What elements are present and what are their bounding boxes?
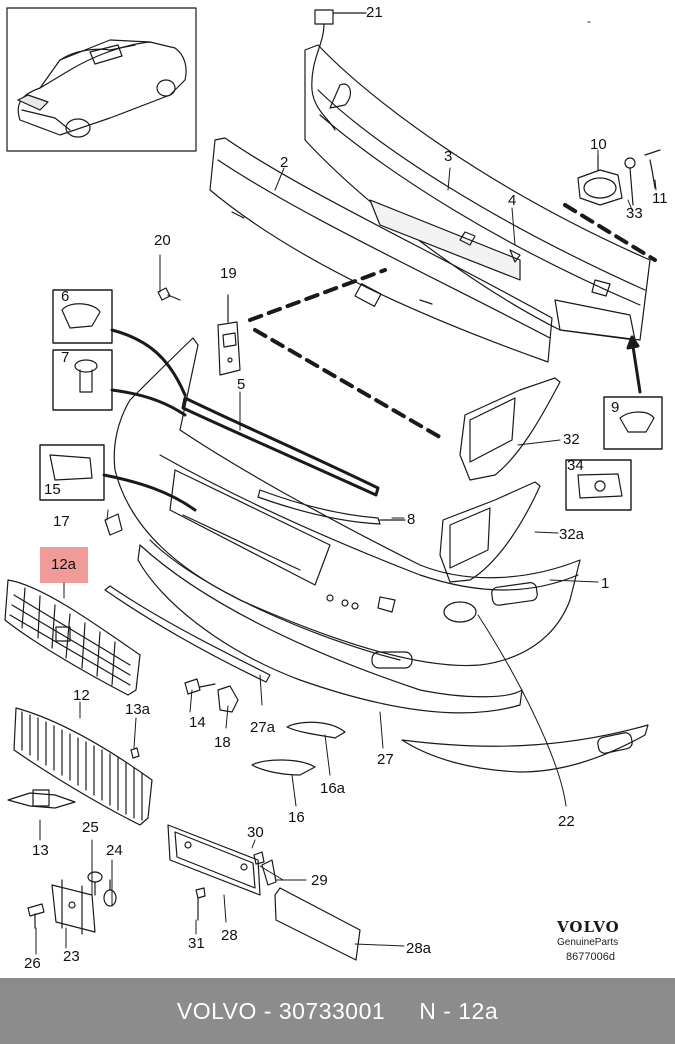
- spoiler: [137, 544, 523, 714]
- label-13: 13: [32, 842, 49, 859]
- label-3: 3: [444, 148, 453, 165]
- grille-12: [7, 707, 153, 826]
- label-28: 28: [221, 927, 238, 944]
- reinforcement-bar: [209, 137, 553, 363]
- label-17: 17: [53, 513, 70, 530]
- bolt-20: [157, 287, 181, 301]
- bracket-19: [217, 294, 241, 376]
- wiring-harness: [311, 9, 367, 131]
- inset-parts: [49, 303, 655, 499]
- footer-bar: VOLVO - 30733001 N - 12a: [0, 978, 675, 1044]
- label-19: 19: [220, 265, 237, 282]
- label-12: 12: [73, 687, 90, 704]
- upper-strip: [181, 396, 380, 497]
- label-20: 20: [154, 232, 171, 249]
- lower-trim: [257, 489, 406, 525]
- label-8: 8: [407, 511, 416, 528]
- label-10: 10: [590, 136, 607, 153]
- license-plate: [274, 887, 361, 961]
- label-26: 26: [24, 955, 41, 972]
- parts-diagram: 21 10 2 3 33 11 4 20 19 6 7 5 9 32 34 15…: [4, 4, 668, 972]
- label-2: 2: [280, 154, 289, 171]
- lower-molding: [401, 724, 649, 773]
- label-32: 32: [563, 431, 580, 448]
- clips: [104, 513, 346, 776]
- dashed-guides: [248, 203, 657, 442]
- label-24: 24: [106, 842, 123, 859]
- car-thumbnail: [6, 7, 197, 152]
- label-28a: 28a: [406, 940, 432, 957]
- bumper-cover: [113, 337, 581, 669]
- label-16: 16: [288, 809, 305, 826]
- brand-subtitle: GenuineParts: [557, 937, 619, 948]
- label-27: 27: [377, 751, 394, 768]
- brand-logo: VOLVO: [557, 918, 620, 936]
- label-5: 5: [237, 376, 246, 393]
- fog-lamp: [577, 149, 661, 206]
- label-31: 31: [188, 935, 205, 952]
- label-21: 21: [366, 4, 383, 21]
- label-32a: 32a: [559, 526, 585, 543]
- label-25: 25: [82, 819, 99, 836]
- side-brackets: [439, 377, 561, 583]
- side-strip: [104, 585, 271, 683]
- label-18: 18: [214, 734, 231, 751]
- label-1: 1: [601, 575, 610, 592]
- position-ref: N - 12a: [419, 997, 499, 1024]
- label-23: 23: [63, 948, 80, 965]
- plate-holder: [167, 824, 277, 921]
- label-30: 30: [247, 824, 264, 841]
- label-4: 4: [508, 192, 517, 209]
- diagram-drawing: [4, 7, 663, 961]
- inset-boxes: [39, 289, 663, 511]
- label-14: 14: [189, 714, 206, 731]
- label-9: 9: [611, 399, 620, 416]
- label-6: 6: [61, 288, 70, 305]
- label-15: 15: [44, 481, 61, 498]
- label-34: 34: [567, 457, 584, 474]
- brand-block: VOLVO GenuineParts 8677006d: [557, 918, 637, 963]
- diagram-code: 8677006d: [566, 951, 615, 963]
- label-16a: 16a: [320, 780, 346, 797]
- label-29: 29: [311, 872, 328, 889]
- grille-12a: [4, 579, 141, 696]
- highlight-box-12a: [40, 547, 88, 583]
- label-22: 22: [558, 813, 575, 830]
- bracket: [27, 871, 117, 935]
- thin-leaders: [35, 12, 657, 955]
- label-12a: 12a: [51, 556, 77, 573]
- leader-lines: [102, 328, 642, 512]
- label-33: 33: [626, 205, 643, 222]
- label-11: 11: [652, 190, 668, 207]
- label-27a: 27a: [250, 719, 276, 736]
- label-7: 7: [61, 349, 70, 366]
- bumper-beam: [304, 44, 651, 341]
- part-number: VOLVO - 30733001: [176, 997, 386, 1024]
- label-13a: 13a: [125, 701, 151, 718]
